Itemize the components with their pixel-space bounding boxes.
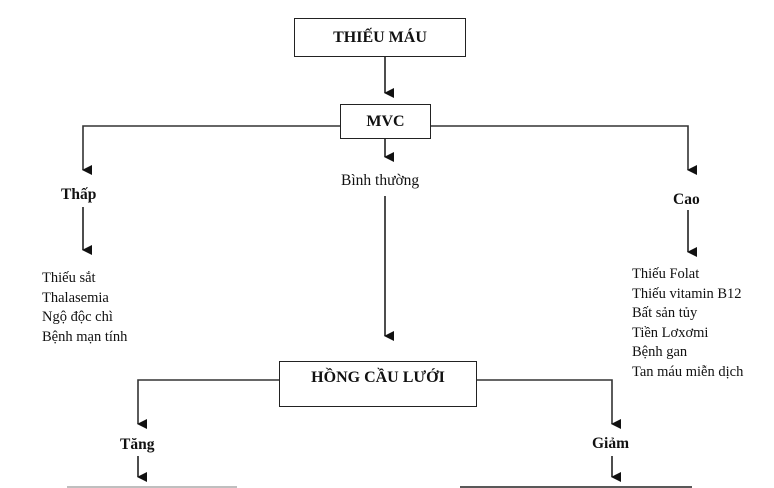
anemia-root-box: THIẾU MÁU: [294, 18, 466, 57]
connector-reticulocyte-to-decrease: [477, 379, 621, 429]
high-mvc-causes-list: Thiếu Folat Thiếu vitamin B12 Bất sản tủ…: [632, 265, 743, 382]
mvc-high-label: Cao: [673, 191, 700, 208]
mvc-label: MVC: [366, 112, 405, 130]
reticulocyte-box: HỒNG CẦU LƯỚI: [279, 361, 477, 407]
connector-reticulocyte-to-increase: [137, 379, 279, 429]
mvc-box: MVC: [340, 104, 431, 139]
connector-mvc-to-low: [82, 125, 340, 175]
low-mvc-causes-list: Thiếu sắt Thalasemia Ngộ độc chì Bệnh mạ…: [42, 269, 127, 347]
reticulocyte-increase-label: Tăng: [120, 436, 155, 453]
reticulocyte-label: HỒNG CẦU LƯỚI: [311, 369, 445, 386]
list-item: Tiền Lơxơmi: [632, 324, 709, 341]
list-item: Tan máu miễn dịch: [632, 363, 744, 380]
list-item: Thiếu Folat: [632, 266, 700, 282]
list-item: Bệnh mạn tính: [42, 328, 128, 345]
list-item: Bệnh gan: [632, 344, 688, 360]
list-item: Thiếu sắt: [42, 270, 96, 286]
mvc-normal-label: Bình thường: [341, 172, 420, 189]
list-item: Thalasemia: [42, 289, 109, 306]
connector-mvc-to-high: [431, 125, 697, 175]
list-item: Ngộ độc chì: [42, 309, 113, 325]
list-item: Bất sản tủy: [632, 305, 698, 321]
anemia-root-label: THIẾU MÁU: [333, 28, 427, 46]
mvc-low-label: Thấp: [61, 186, 97, 203]
list-item: Thiếu vitamin B12: [632, 285, 742, 302]
reticulocyte-decrease-label: Giảm: [592, 435, 630, 452]
